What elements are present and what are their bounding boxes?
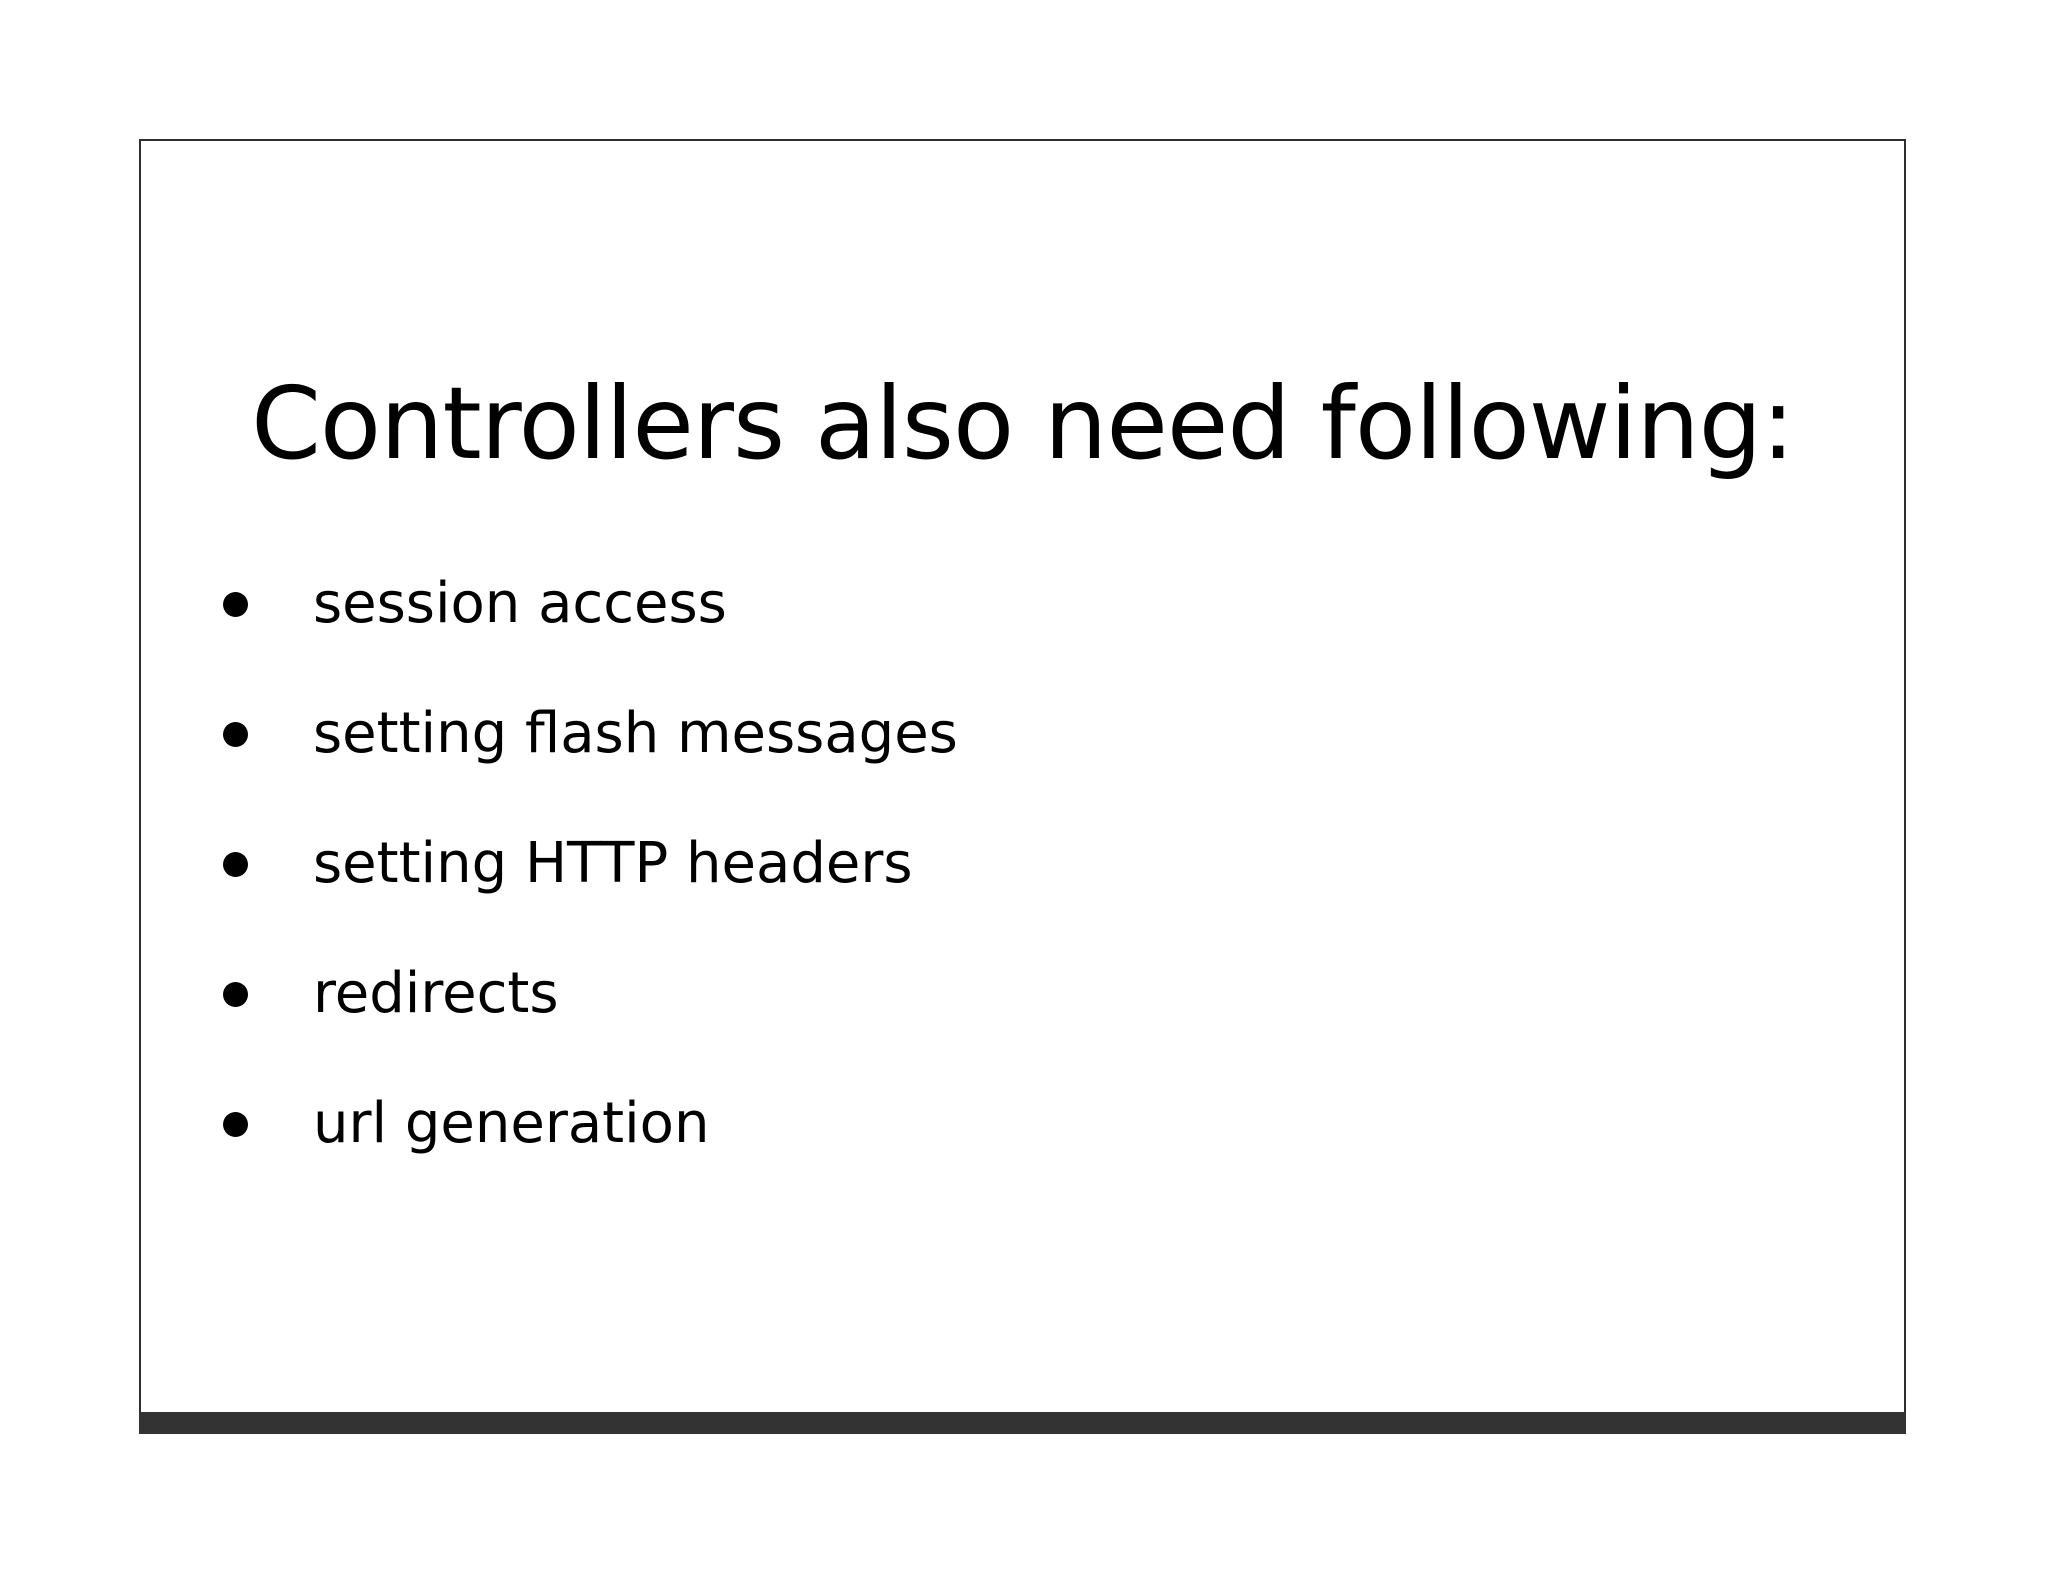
slide-bottom-bar [139, 1412, 1906, 1434]
bullet-item: redirects [223, 929, 1844, 1059]
bullet-item: url generation [223, 1059, 1844, 1189]
bullet-text: redirects [313, 961, 559, 1026]
bullet-text: setting flash messages [313, 701, 958, 766]
bullet-dot-icon [223, 981, 248, 1007]
slide-title: Controllers also need following: [251, 365, 1795, 482]
bullet-item: setting HTTP headers [223, 799, 1844, 929]
bullet-list: session access setting flash messages se… [223, 539, 1844, 1189]
bullet-dot-icon [223, 851, 248, 877]
bullet-text: setting HTTP headers [313, 831, 913, 896]
bullet-item: setting flash messages [223, 669, 1844, 799]
slide: Controllers also need following: session… [139, 139, 1906, 1434]
bullet-dot-icon [223, 721, 248, 747]
bullet-dot-icon [223, 591, 248, 617]
bullet-dot-icon [223, 1111, 248, 1137]
bullet-text: url generation [313, 1091, 710, 1156]
bullet-item: session access [223, 539, 1844, 669]
bullet-text: session access [313, 571, 727, 636]
